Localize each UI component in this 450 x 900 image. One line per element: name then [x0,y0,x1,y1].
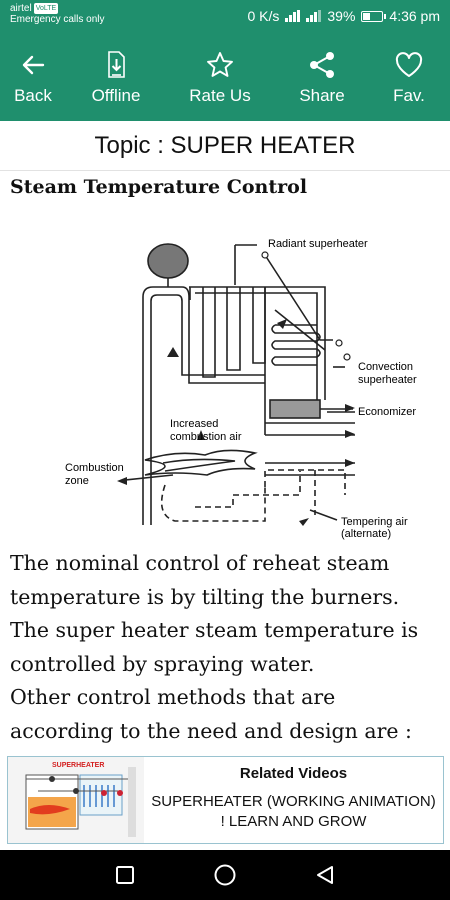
diagram-nodes [261,251,351,361]
emergency-text: Emergency calls only [10,14,105,25]
carrier-name: airtel [10,3,32,14]
recents-button[interactable] [110,860,140,890]
related-videos-heading: Related Videos [239,765,348,782]
body-line: Other control methods that are [10,685,336,709]
status-right: 0 K/s 39% 4:36 pm [247,8,440,24]
related-video-card[interactable]: SUPERHEATER Related Videos SUPERHEATER (… [7,756,444,844]
home-button[interactable] [210,860,240,890]
body-line: controlled by spraying water. [10,651,315,676]
body-line: The nominal control of reheat steam [10,551,390,575]
rate-us-label: Rate Us [189,85,251,105]
battery-fill [363,12,371,20]
arrow-left-icon [22,55,45,74]
label-increased-2: combustion air [170,431,242,443]
signal-icon [285,10,301,22]
related-video-text: Related Videos SUPERHEATER (WORKING ANIM… [144,757,443,843]
network-speed: 0 K/s [247,8,280,24]
circle-icon [214,864,236,886]
battery-percent: 39% [327,8,356,24]
back-nav-button[interactable] [310,860,340,890]
share-button[interactable]: Share [294,34,350,121]
download-file-icon [108,50,125,78]
volte-badge: VoLTE [33,3,59,14]
body-line: The super heater steam temperature is [10,618,419,642]
rate-us-button[interactable]: Rate Us [186,34,254,121]
video-thumbnail[interactable]: SUPERHEATER [8,757,144,843]
body-text: The nominal control of reheat steam temp… [10,547,442,748]
label-combustion-2: zone [65,475,89,487]
signal-icon-2 [306,10,322,22]
label-convection-1: Convection [358,361,413,373]
favorite-button[interactable]: Fav. [385,34,433,121]
square-icon [116,866,134,884]
diagram-lines [124,243,355,525]
related-video-title[interactable]: SUPERHEATER (WORKING ANIMATION) ! LEARN … [151,793,436,830]
system-nav-bar [0,850,450,900]
label-radiant-superheater: Radiant superheater [268,238,368,250]
diagram-arrows [117,319,355,526]
section-heading: Steam Temperature Control [10,176,308,198]
battery-icon [361,10,387,22]
clock: 4:36 pm [389,8,440,24]
offline-label: Offline [91,85,141,105]
body-line: according to the need and design are : [10,718,412,743]
page-title: Topic : SUPER HEATER [0,121,450,171]
heart-icon [395,51,423,77]
offline-button[interactable]: Offline [86,34,146,121]
favorite-label: Fav. [393,85,425,105]
label-increased-1: Increased [170,418,218,430]
video-thumbnail-image: SUPERHEATER [8,757,144,843]
action-toolbar: Back Offline Rate Us Share Fav. [0,34,450,121]
share-label: Share [299,85,345,105]
label-tempering-2: (alternate) [341,528,391,540]
star-icon [207,51,233,77]
thumb-label: SUPERHEATER [52,762,104,769]
label-combustion-1: Combustion [65,462,124,474]
label-tempering-1: Tempering air [341,516,408,528]
body-line: temperature is by tilting the burners. [10,584,400,609]
triangle-back-icon [317,866,333,884]
back-label: Back [14,85,52,105]
superheater-diagram: Radiant superheater Convection superheat… [65,238,417,540]
back-button[interactable]: Back [8,34,58,121]
label-economizer: Economizer [358,406,416,418]
label-convection-2: superheater [358,374,417,386]
share-icon [310,51,334,78]
